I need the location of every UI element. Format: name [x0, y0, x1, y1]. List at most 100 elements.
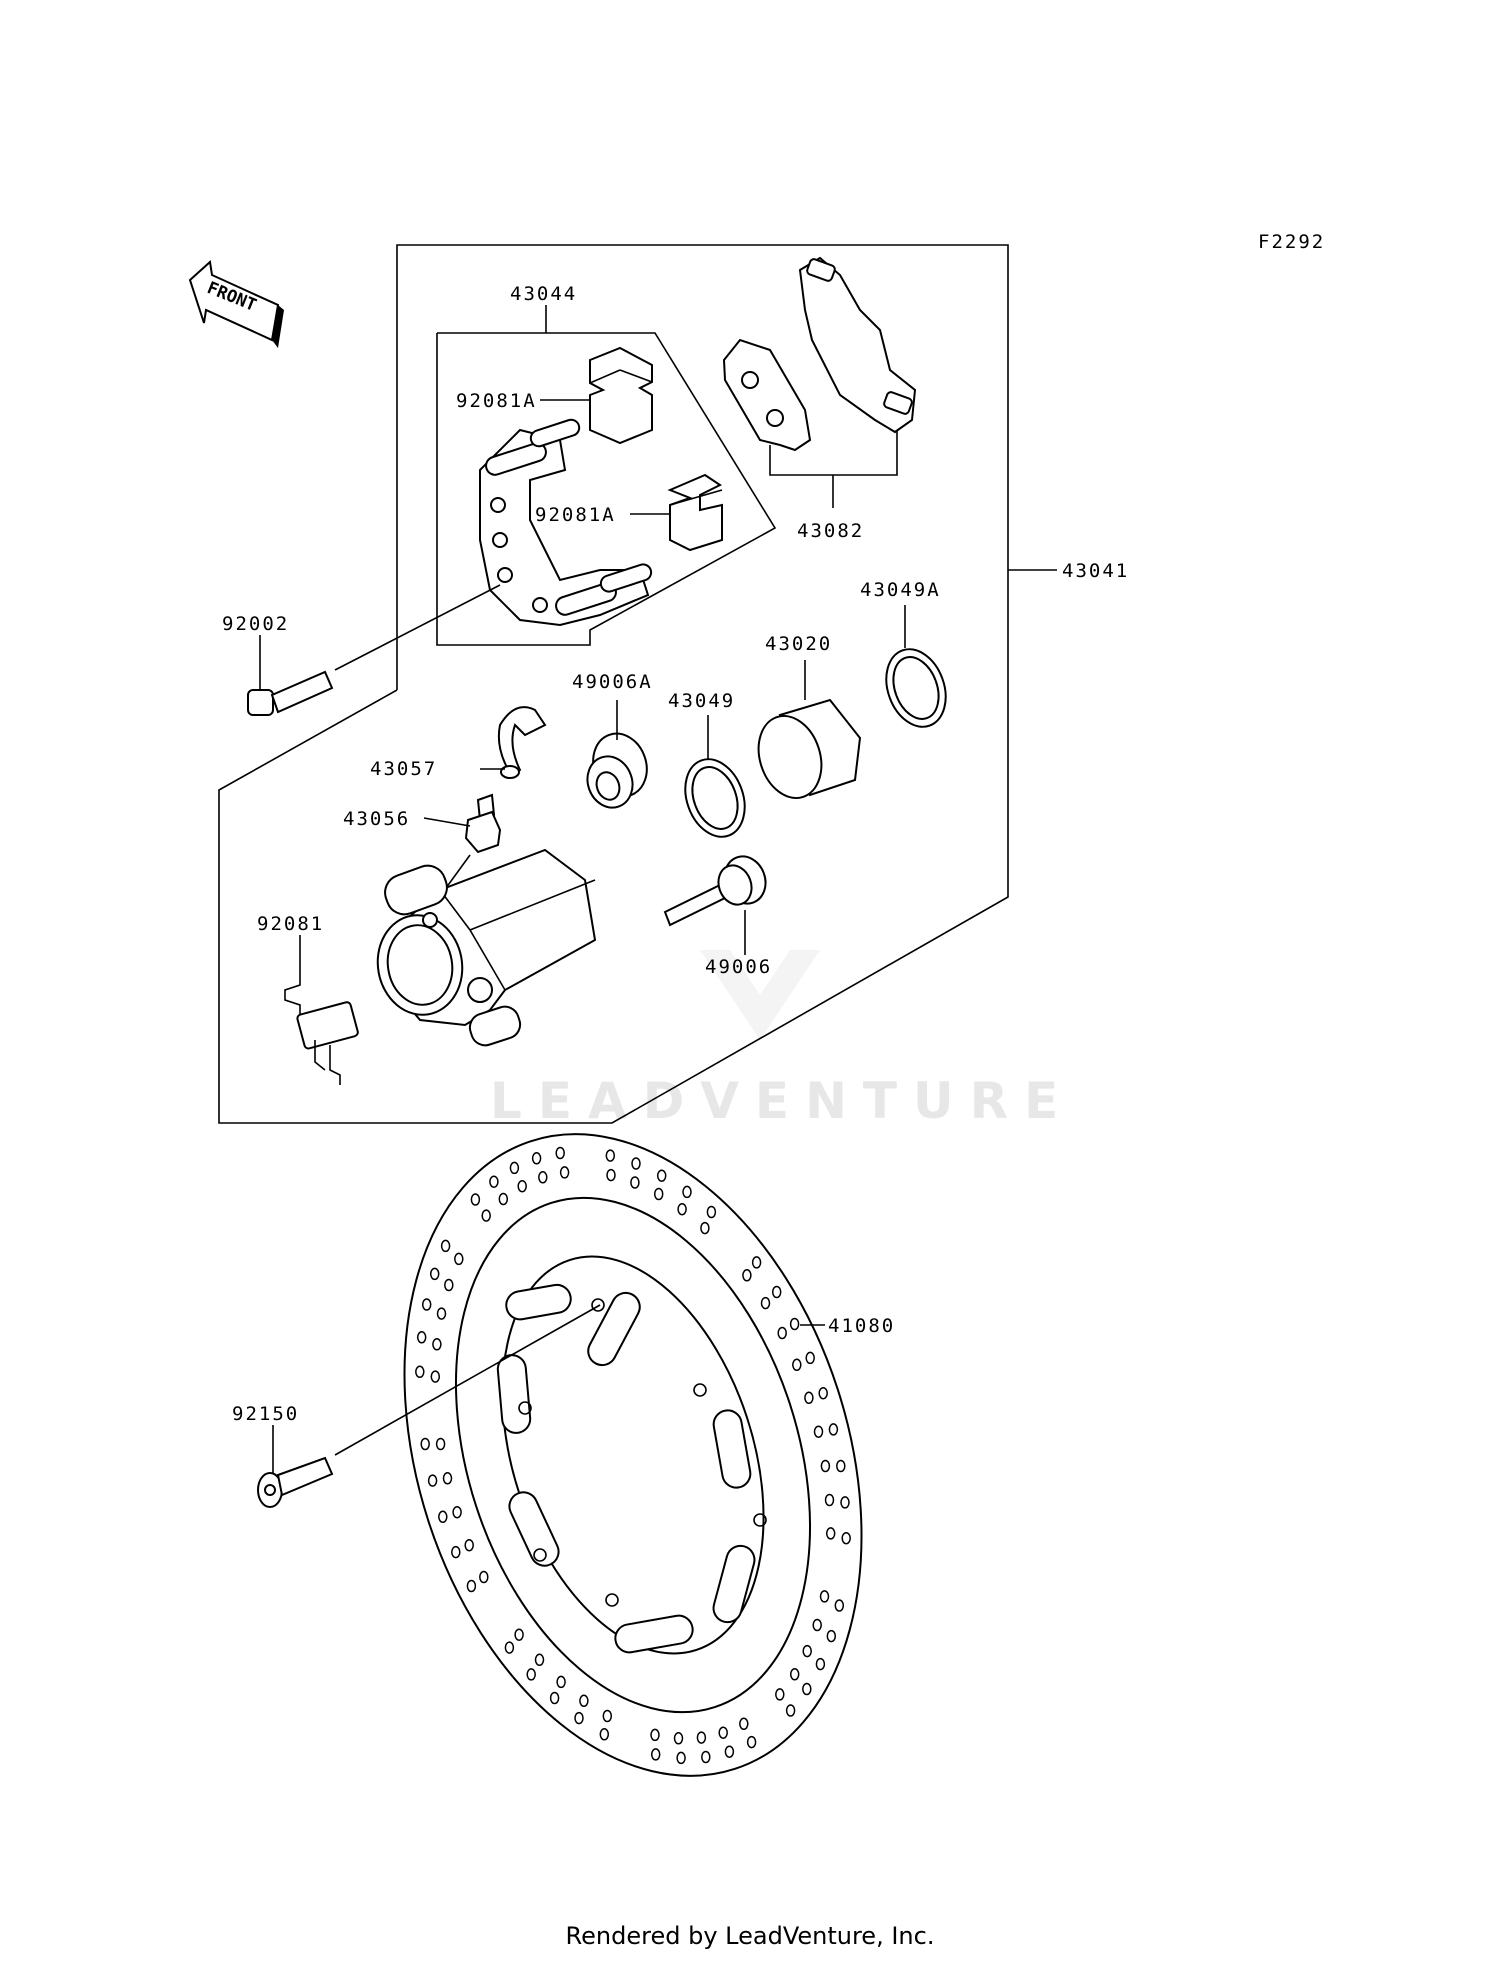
disc-perforation-hole	[432, 1338, 442, 1351]
disc-perforation-hole	[785, 1704, 796, 1717]
disc-perforation-hole	[825, 1527, 836, 1540]
callout-43049: 43049	[668, 690, 735, 712]
disc-perforation-hole	[559, 1166, 570, 1179]
disc-perforation-hole	[435, 1437, 446, 1451]
disc-perforation-hole	[605, 1149, 616, 1162]
disc-perforation-hole	[742, 1269, 752, 1282]
disc-perforations	[415, 1146, 851, 1765]
callout-43057: 43057	[370, 758, 437, 780]
render-credit: Rendered by LeadVenture, Inc.	[565, 1922, 935, 1950]
disc-perforation-hole	[841, 1531, 851, 1545]
disc-perforation-hole	[819, 1590, 830, 1603]
piston-seal-43049	[684, 758, 746, 838]
callout-43041: 43041	[1062, 560, 1129, 582]
disc-perforation-hole	[464, 1538, 474, 1552]
disc-perforation-hole	[820, 1459, 831, 1473]
disc-perforation-hole	[509, 1161, 520, 1175]
disc-perforation-hole	[653, 1187, 664, 1201]
disc-perforation-hole	[804, 1391, 814, 1405]
brake-disc-41080	[403, 1133, 863, 1777]
callout-92150: 92150	[232, 1403, 299, 1425]
caliper-body	[376, 848, 597, 1047]
bolt-92002	[247, 670, 334, 716]
disc-perforation-hole	[444, 1278, 454, 1292]
disc-perforation-hole	[452, 1505, 462, 1519]
leader-92150-to-disc	[334, 1304, 601, 1456]
disc-perforation-hole	[746, 1735, 757, 1749]
front-arrow-icon: FRONT	[188, 260, 284, 348]
disc-perforation-hole	[828, 1423, 839, 1436]
slide-pin-49006	[663, 855, 767, 927]
disc-perforation-hole	[802, 1682, 812, 1696]
disc-perforation-hole	[789, 1668, 800, 1681]
disc-perforation-hole	[549, 1691, 560, 1705]
disc-perforation-hole	[489, 1175, 499, 1188]
disc-perforation-hole	[531, 1152, 542, 1165]
disc-perforation-hole	[673, 1732, 684, 1745]
disc-perforation-hole	[440, 1239, 451, 1253]
disc-perforation-hole	[792, 1358, 802, 1372]
disc-perforation-hole	[466, 1579, 477, 1593]
disc-perforation-hole	[555, 1146, 565, 1160]
disc-perforation-hole	[416, 1331, 427, 1344]
disc-perforation-hole	[427, 1474, 438, 1487]
disc-perforation-hole	[421, 1298, 432, 1311]
disc-perforation-hole	[606, 1168, 616, 1182]
disc-perforation-hole	[718, 1726, 728, 1739]
disc-perforation-hole	[676, 1751, 686, 1765]
disc-perforation-hole	[834, 1599, 845, 1612]
disc-perforation-hole	[429, 1267, 440, 1281]
disc-perforation-hole	[789, 1317, 800, 1331]
leader-43056	[423, 817, 471, 827]
disc-perforation-hole	[630, 1176, 640, 1189]
disc-perforation-hole	[454, 1252, 464, 1266]
callout-41080: 41080	[828, 1315, 895, 1337]
disc-perforation-hole	[415, 1365, 425, 1379]
disc-perforation-hole	[677, 1202, 687, 1216]
disc-perforation-hole	[815, 1657, 826, 1671]
caliper-assembly-outline	[218, 244, 1009, 1124]
piston-43020	[757, 698, 862, 800]
disc-perforation-hole	[481, 1209, 491, 1222]
disc-perforation-hole	[430, 1370, 441, 1383]
callout-49006a: 49006A	[572, 671, 653, 693]
disc-perforation-hole	[517, 1179, 527, 1193]
caliper-bracket	[479, 418, 653, 627]
disc-perforation-hole	[650, 1748, 661, 1761]
disc-perforation-hole	[824, 1493, 835, 1507]
disc-perforation-hole	[436, 1307, 447, 1320]
disc-perforation-hole	[805, 1351, 815, 1365]
disc-perforation-hole	[682, 1185, 692, 1199]
bleeder-valve-43056	[464, 793, 502, 854]
disc-perforation-hole	[420, 1437, 430, 1451]
callout-49006: 49006	[705, 956, 772, 978]
callout-92081a-upper: 92081A	[456, 390, 537, 412]
disc-perforation-hole	[706, 1205, 717, 1219]
dust-boot-49006a	[586, 732, 648, 809]
pin-92081a-lower	[667, 473, 723, 552]
disc-perforation-hole	[650, 1728, 660, 1742]
disc-perforation-hole	[701, 1750, 711, 1764]
figure-code: F2292	[1258, 231, 1325, 253]
disc-perforation-hole	[556, 1675, 566, 1689]
pad-spring-92081	[284, 960, 359, 1085]
bolt-92150	[257, 1456, 334, 1508]
disc-perforation-hole	[818, 1386, 828, 1400]
watermark-text: LEADVENTURE	[490, 1072, 1074, 1130]
disc-perforation-hole	[526, 1668, 536, 1681]
disc-perforation-hole	[656, 1169, 667, 1182]
leader-92002-to-bracket	[334, 584, 501, 671]
disc-perforation-hole	[724, 1745, 735, 1758]
disc-perforation-hole	[579, 1694, 589, 1708]
disc-cutouts	[496, 1283, 756, 1654]
disc-perforation-hole	[836, 1459, 846, 1473]
disc-perforation-hole	[514, 1628, 524, 1641]
pin-92081a-upper	[589, 346, 653, 445]
disc-perforation-hole	[451, 1545, 461, 1559]
callout-92002: 92002	[222, 613, 289, 635]
disc-perforation-hole	[498, 1192, 509, 1206]
disc-perforation-hole	[599, 1728, 610, 1741]
callout-43056: 43056	[343, 808, 410, 830]
brake-pad-outer	[798, 256, 917, 434]
